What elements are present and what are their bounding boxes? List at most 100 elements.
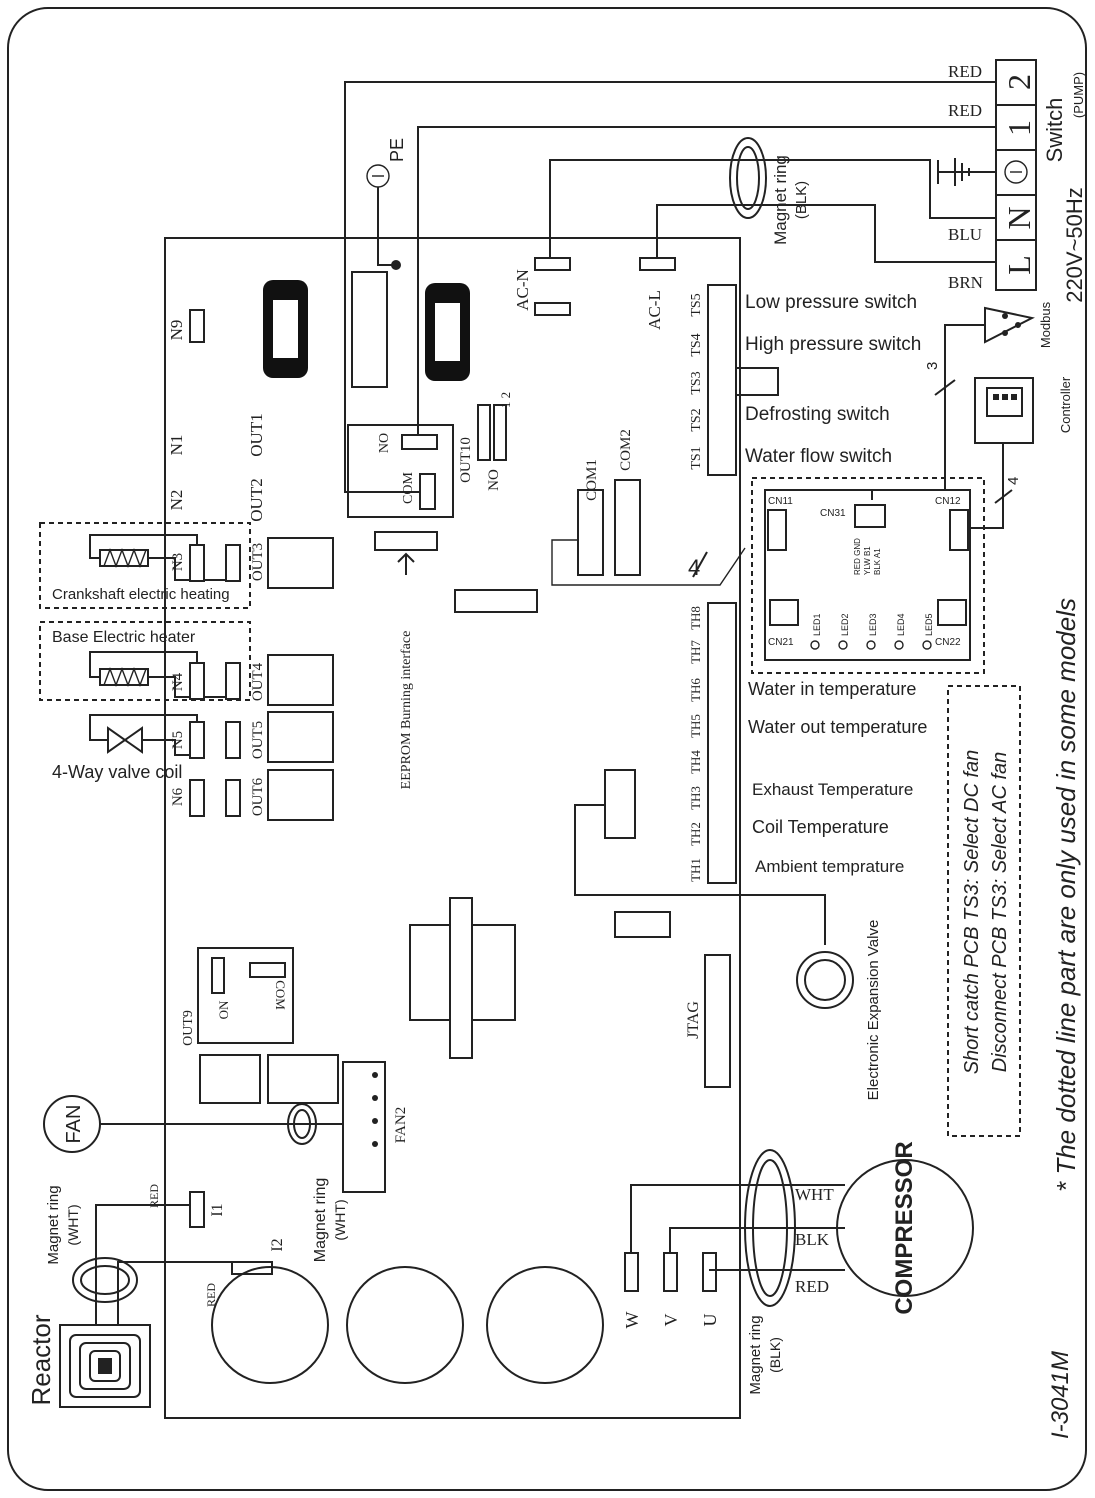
compressor-icon: [836, 1159, 974, 1297]
wire-red-1-label: RED: [948, 62, 982, 81]
dotted-line-note: * The dotted line part are only used in …: [1051, 598, 1081, 1192]
led2-label: LED2: [840, 613, 850, 636]
base-heater-label: Base Electric heater: [52, 629, 196, 646]
jtag-label: JTAG: [685, 1001, 702, 1039]
main-relay: [347, 424, 454, 518]
magnet-ring-fan-label: Magnet ring: [312, 1178, 329, 1263]
crankshaft-heater-label: Crankshaft electric heating: [52, 586, 230, 603]
ts5-label: TS5: [689, 293, 704, 316]
out9-relay: [197, 947, 294, 1044]
v-terminal: [663, 1252, 678, 1292]
relay-out4: [267, 654, 334, 706]
relay-out5: [267, 711, 334, 763]
magnet-ring-top-label: Magnet ring: [771, 155, 790, 245]
magnet-ring-compressor: [744, 1149, 796, 1307]
chassis-ground-icon: [954, 158, 970, 186]
th6-label: TH6: [688, 678, 703, 702]
controller-label: Controller: [1058, 376, 1073, 433]
relay-com-label: COM: [401, 472, 416, 504]
i1-label: I1: [209, 1203, 226, 1216]
high-pressure-switch-label: High pressure switch: [745, 334, 921, 355]
cn11-label: CN11: [768, 496, 793, 507]
water-flow-switch-label: Water flow switch: [745, 446, 892, 467]
relay-out6: [267, 769, 334, 821]
crankshaft-heater-optional-zone: [39, 522, 251, 609]
eev-label: Electronic Expansion Valve: [865, 920, 882, 1101]
out10-label: OUT10: [458, 437, 474, 483]
led4-label: LED4: [896, 613, 906, 636]
controller-wire-count: 4: [1005, 477, 1022, 485]
th-connector-group: [707, 602, 737, 884]
water-in-temperature-label: Water in temperature: [748, 679, 916, 699]
board-component-1: [454, 589, 538, 613]
com1-to-subpcb-wire: [551, 539, 746, 586]
magnet-ring-reactor-label: Magnet ring: [45, 1185, 62, 1264]
board-component-2: [614, 911, 671, 938]
th2-label: TH2: [688, 822, 703, 846]
ts-connector-group: [707, 284, 737, 476]
capacitor-3: [486, 1266, 604, 1384]
ac-l-label: AC-L: [645, 290, 664, 330]
terminal-1-label: 1: [1001, 120, 1037, 136]
n2-label: N2: [167, 490, 186, 511]
reactor-wire-1: [95, 1204, 190, 1325]
ts4-label: TS4: [689, 333, 704, 356]
th3-label: TH3: [688, 786, 703, 810]
modbus-wire-count: 3: [924, 362, 941, 370]
n4-connector: [189, 662, 205, 700]
ts3-label: TS3: [689, 371, 704, 394]
fan-selection-note-box: [947, 685, 1021, 1137]
ts1-label: TS1: [689, 446, 704, 469]
out1-label: OUT1: [247, 413, 266, 456]
n6-connector: [189, 779, 205, 817]
ts2-label: TS2: [689, 408, 704, 431]
magnet-ring-fan-color: (WHT): [332, 1199, 348, 1240]
u-terminal: [702, 1252, 717, 1292]
wire-blk-label: BLK: [795, 1230, 830, 1249]
eev-wire: [574, 804, 826, 945]
i2-label: I2: [269, 1238, 286, 1251]
out9-label: OUT9: [181, 1010, 196, 1046]
coil-temperature-label: Coil Temperature: [752, 817, 889, 837]
cn21-label: CN21: [768, 637, 794, 648]
n1-label: N1: [167, 435, 186, 456]
cn12-label: CN12: [935, 496, 961, 507]
com-wire-count: 4: [688, 555, 700, 580]
magnet-ring-top-color: (BLK): [793, 181, 810, 219]
n3-connector: [189, 544, 205, 582]
reactor-label: Reactor: [26, 1314, 56, 1405]
wire-brn-label: BRN: [948, 273, 983, 292]
magnet-ring-reactor-color: (WHT): [65, 1204, 81, 1245]
n9-connector: [189, 309, 205, 343]
disconnect-note: Disconnect PCB TS3: Select AC fan: [989, 752, 1011, 1073]
out3-label: OUT3: [250, 543, 266, 581]
cn31-pin-blk-a1: BLK A1: [873, 548, 882, 575]
th4-label: TH4: [688, 750, 703, 774]
magnet-ring-top: [729, 137, 767, 219]
magnet-ring-reactor: [72, 1257, 138, 1303]
relay-no-label: NO: [377, 433, 392, 453]
eev-connector: [604, 769, 636, 839]
exhaust-temperature-label: Exhaust Temperature: [752, 780, 913, 799]
led1-indicator: [810, 640, 820, 650]
n9-label: N9: [167, 320, 186, 341]
switch-label: Switch: [1042, 98, 1067, 163]
relay-com-terminal: [419, 473, 436, 510]
wire-red-2-label: RED: [948, 101, 982, 120]
out10-switch-1: [477, 404, 491, 461]
relay-no-terminal: [401, 434, 438, 450]
eeprom-label: EEPROM Burning interface: [399, 631, 414, 790]
n4-label: N4: [170, 672, 186, 691]
out10-dip-label: 1 2: [498, 392, 513, 408]
reactor-wire-2: [117, 1261, 232, 1325]
low-pressure-switch-label: Low pressure switch: [745, 292, 917, 313]
th7-label: TH7: [688, 640, 703, 664]
led4-indicator: [894, 640, 904, 650]
fan2-connector: [342, 1061, 386, 1193]
v-label: V: [661, 1314, 681, 1327]
th5-label: TH5: [688, 714, 703, 738]
magnet-ring-compressor-color: (BLK): [767, 1337, 783, 1373]
jtag-port: [704, 954, 731, 1088]
water-out-temperature-label: Water out temperature: [748, 717, 927, 737]
eev-coil-icon: [796, 951, 854, 1009]
